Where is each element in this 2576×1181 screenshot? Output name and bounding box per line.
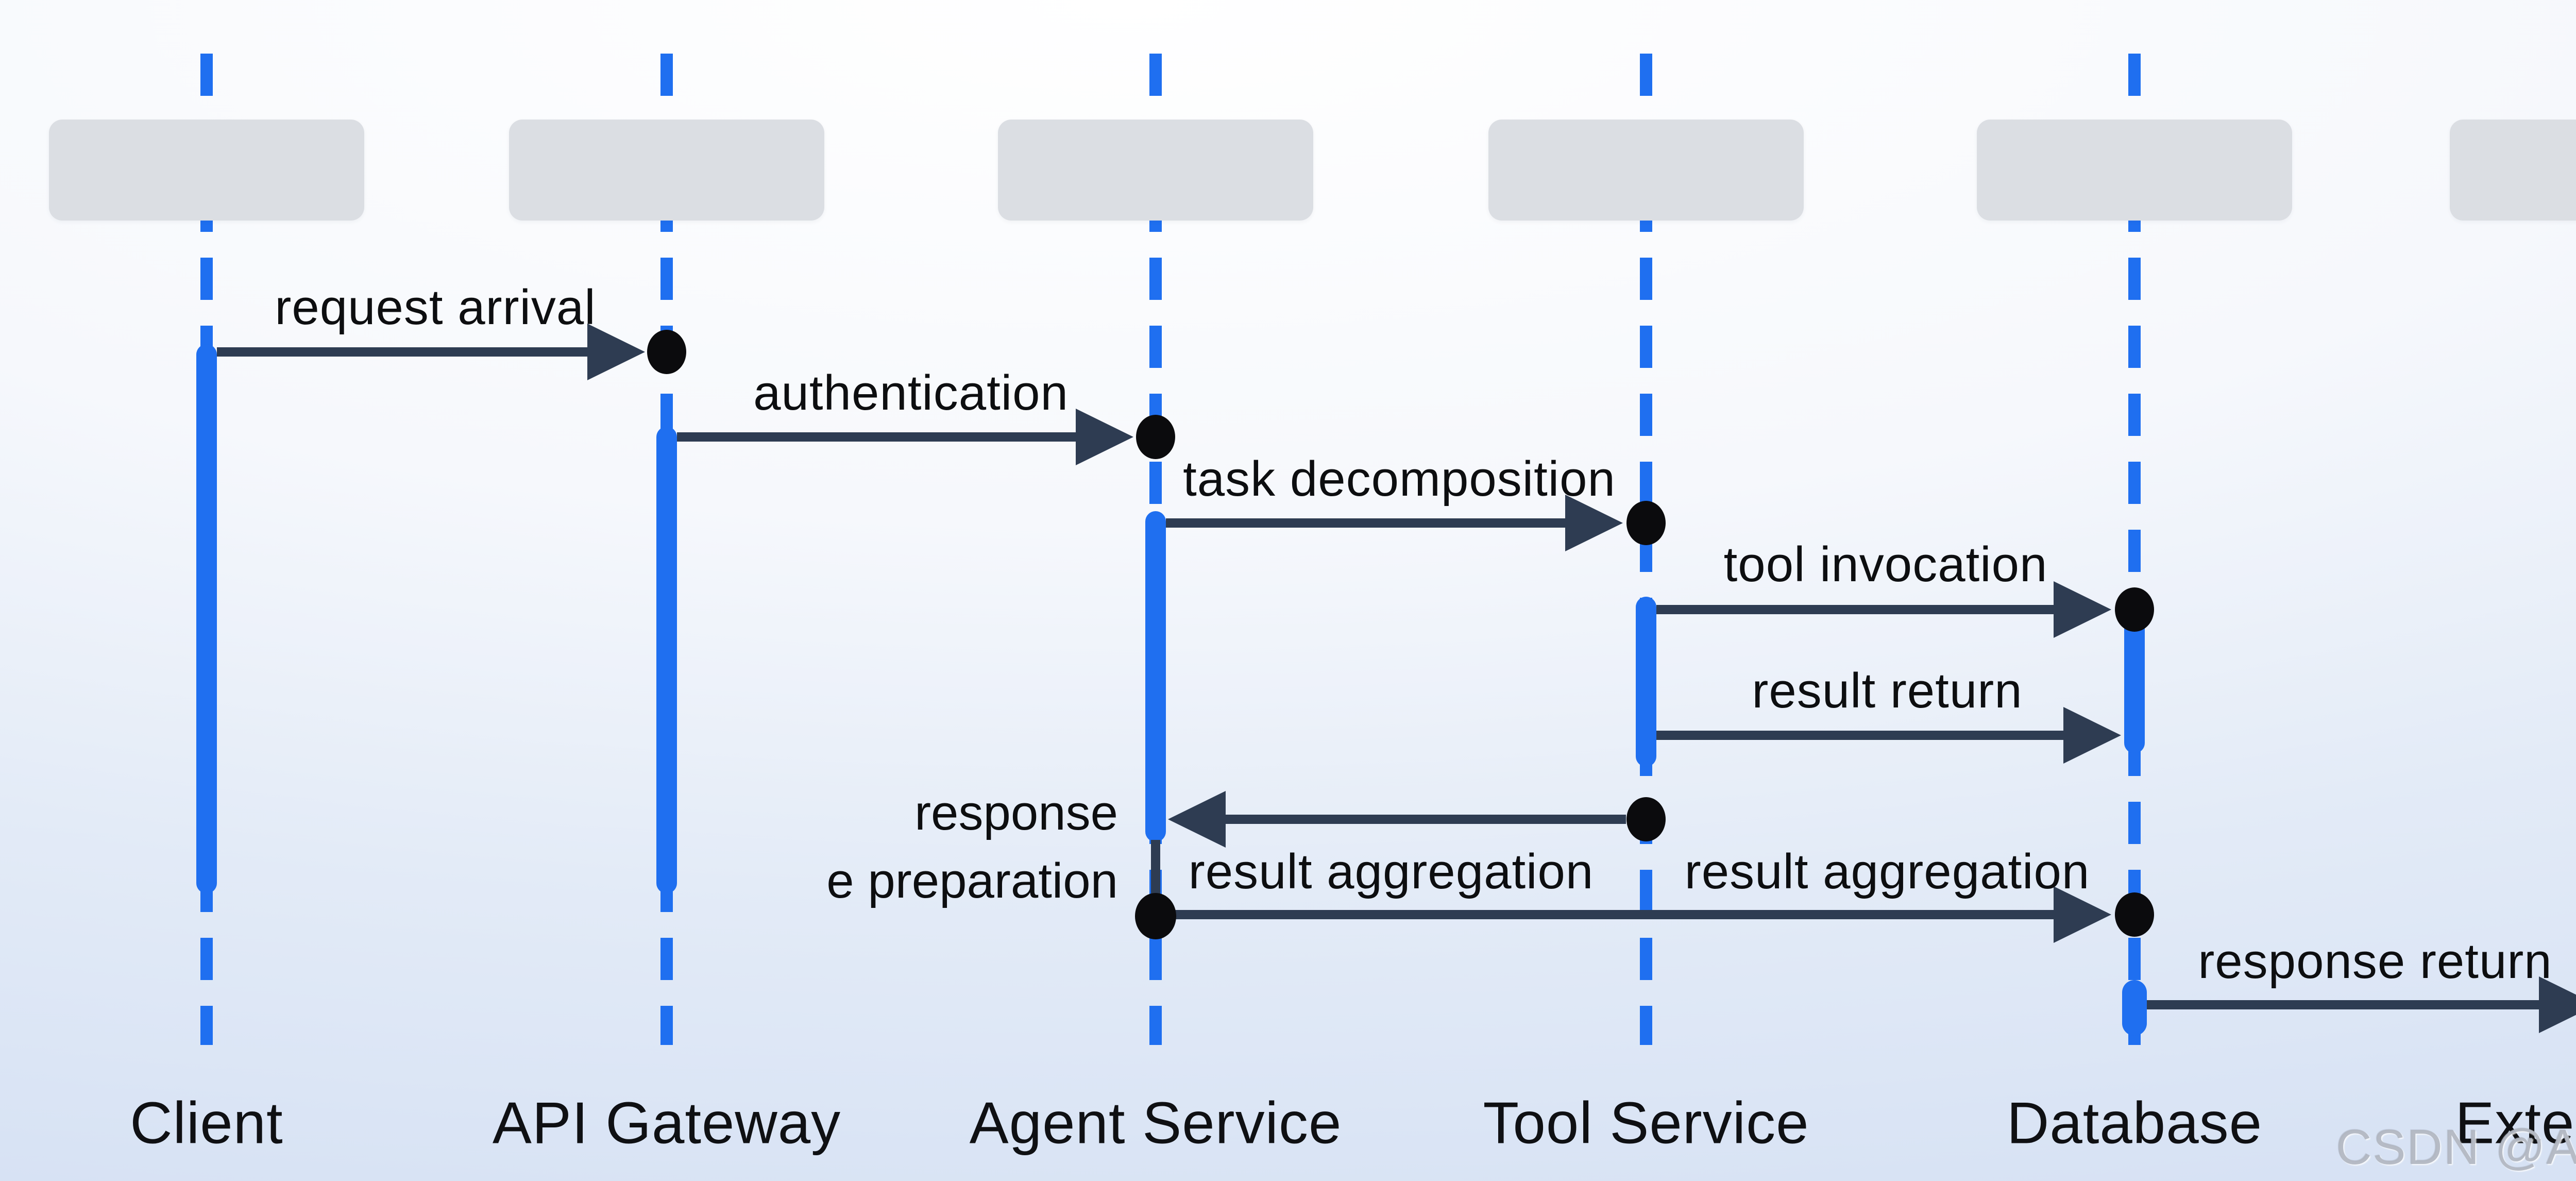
- dot-tool-service-return: [1626, 797, 1666, 841]
- dot-api-gateway: [647, 330, 686, 374]
- activation-tool-service: [1636, 597, 1656, 767]
- arrowhead-task-decomposition: [1565, 495, 1623, 551]
- message-label-result-aggregation-2: result aggregation: [1684, 844, 2090, 900]
- message-label-request-arrival: request arrival: [275, 280, 596, 335]
- actor-label-client: Client: [130, 1090, 283, 1156]
- actor-label-api-gateway: API Gateway: [492, 1090, 841, 1156]
- activation-database: [2124, 616, 2145, 753]
- arrowhead-authentication: [1076, 409, 1133, 465]
- dot-agent-service: [1136, 415, 1175, 459]
- actor-label-tool-service: Tool Service: [1483, 1090, 1809, 1156]
- actor-header-box-client: [49, 120, 364, 221]
- dot-agent-aggregation: [1135, 893, 1176, 939]
- activation-api-gateway: [656, 427, 677, 893]
- activation-bars: [196, 344, 2147, 1036]
- dot-tool-service: [1626, 501, 1666, 545]
- actor-header-box-database: [1977, 120, 2292, 221]
- actor-header-box-agent-service: [998, 120, 1313, 221]
- arrowhead-tool-invocation: [2054, 581, 2111, 638]
- arrowhead-result-return: [2063, 707, 2121, 764]
- message-label-result-return: result return: [1752, 663, 2023, 719]
- dot-database-aggregation: [2115, 892, 2154, 937]
- endpoint-dots: [647, 330, 2154, 939]
- actor-label-external-api: External API: [2455, 1090, 2576, 1156]
- activation-database-2: [2122, 980, 2147, 1036]
- watermark: CSDN @AI成长日志: [2336, 1120, 2576, 1175]
- actor-label-database: Database: [2006, 1090, 2263, 1156]
- message-label-authentication: authentication: [753, 365, 1069, 421]
- actor-header-box-tool-service: [1488, 120, 1804, 221]
- actor-header-box-external-api: [2450, 120, 2576, 221]
- note-line-2: e preparation: [826, 853, 1118, 908]
- message-label-tool-invocation: tool invocation: [1723, 537, 2048, 593]
- arrowheads: [587, 324, 2576, 1033]
- arrowhead-request-arrival: [587, 324, 645, 380]
- arrowhead-tool-to-agent-return: [1168, 791, 1226, 848]
- message-arrows: [217, 347, 2542, 1009]
- note-line-1: response: [914, 785, 1118, 840]
- message-label-response-return: response return: [2198, 934, 2552, 989]
- actor-header-box-api-gateway: [509, 120, 824, 221]
- message-label-task-decomposition: task decomposition: [1183, 451, 1616, 507]
- arrowhead-result-aggregation: [2054, 886, 2111, 943]
- arrowhead-response-return: [2539, 976, 2576, 1033]
- activation-client: [196, 344, 217, 893]
- note-response-preparation: response e preparation: [665, 779, 1118, 915]
- actor-label-agent-service: Agent Service: [969, 1090, 1342, 1156]
- message-label-result-aggregation-1: result aggregation: [1188, 844, 1594, 900]
- activation-agent-service: [1145, 511, 1166, 842]
- dot-database: [2115, 587, 2154, 632]
